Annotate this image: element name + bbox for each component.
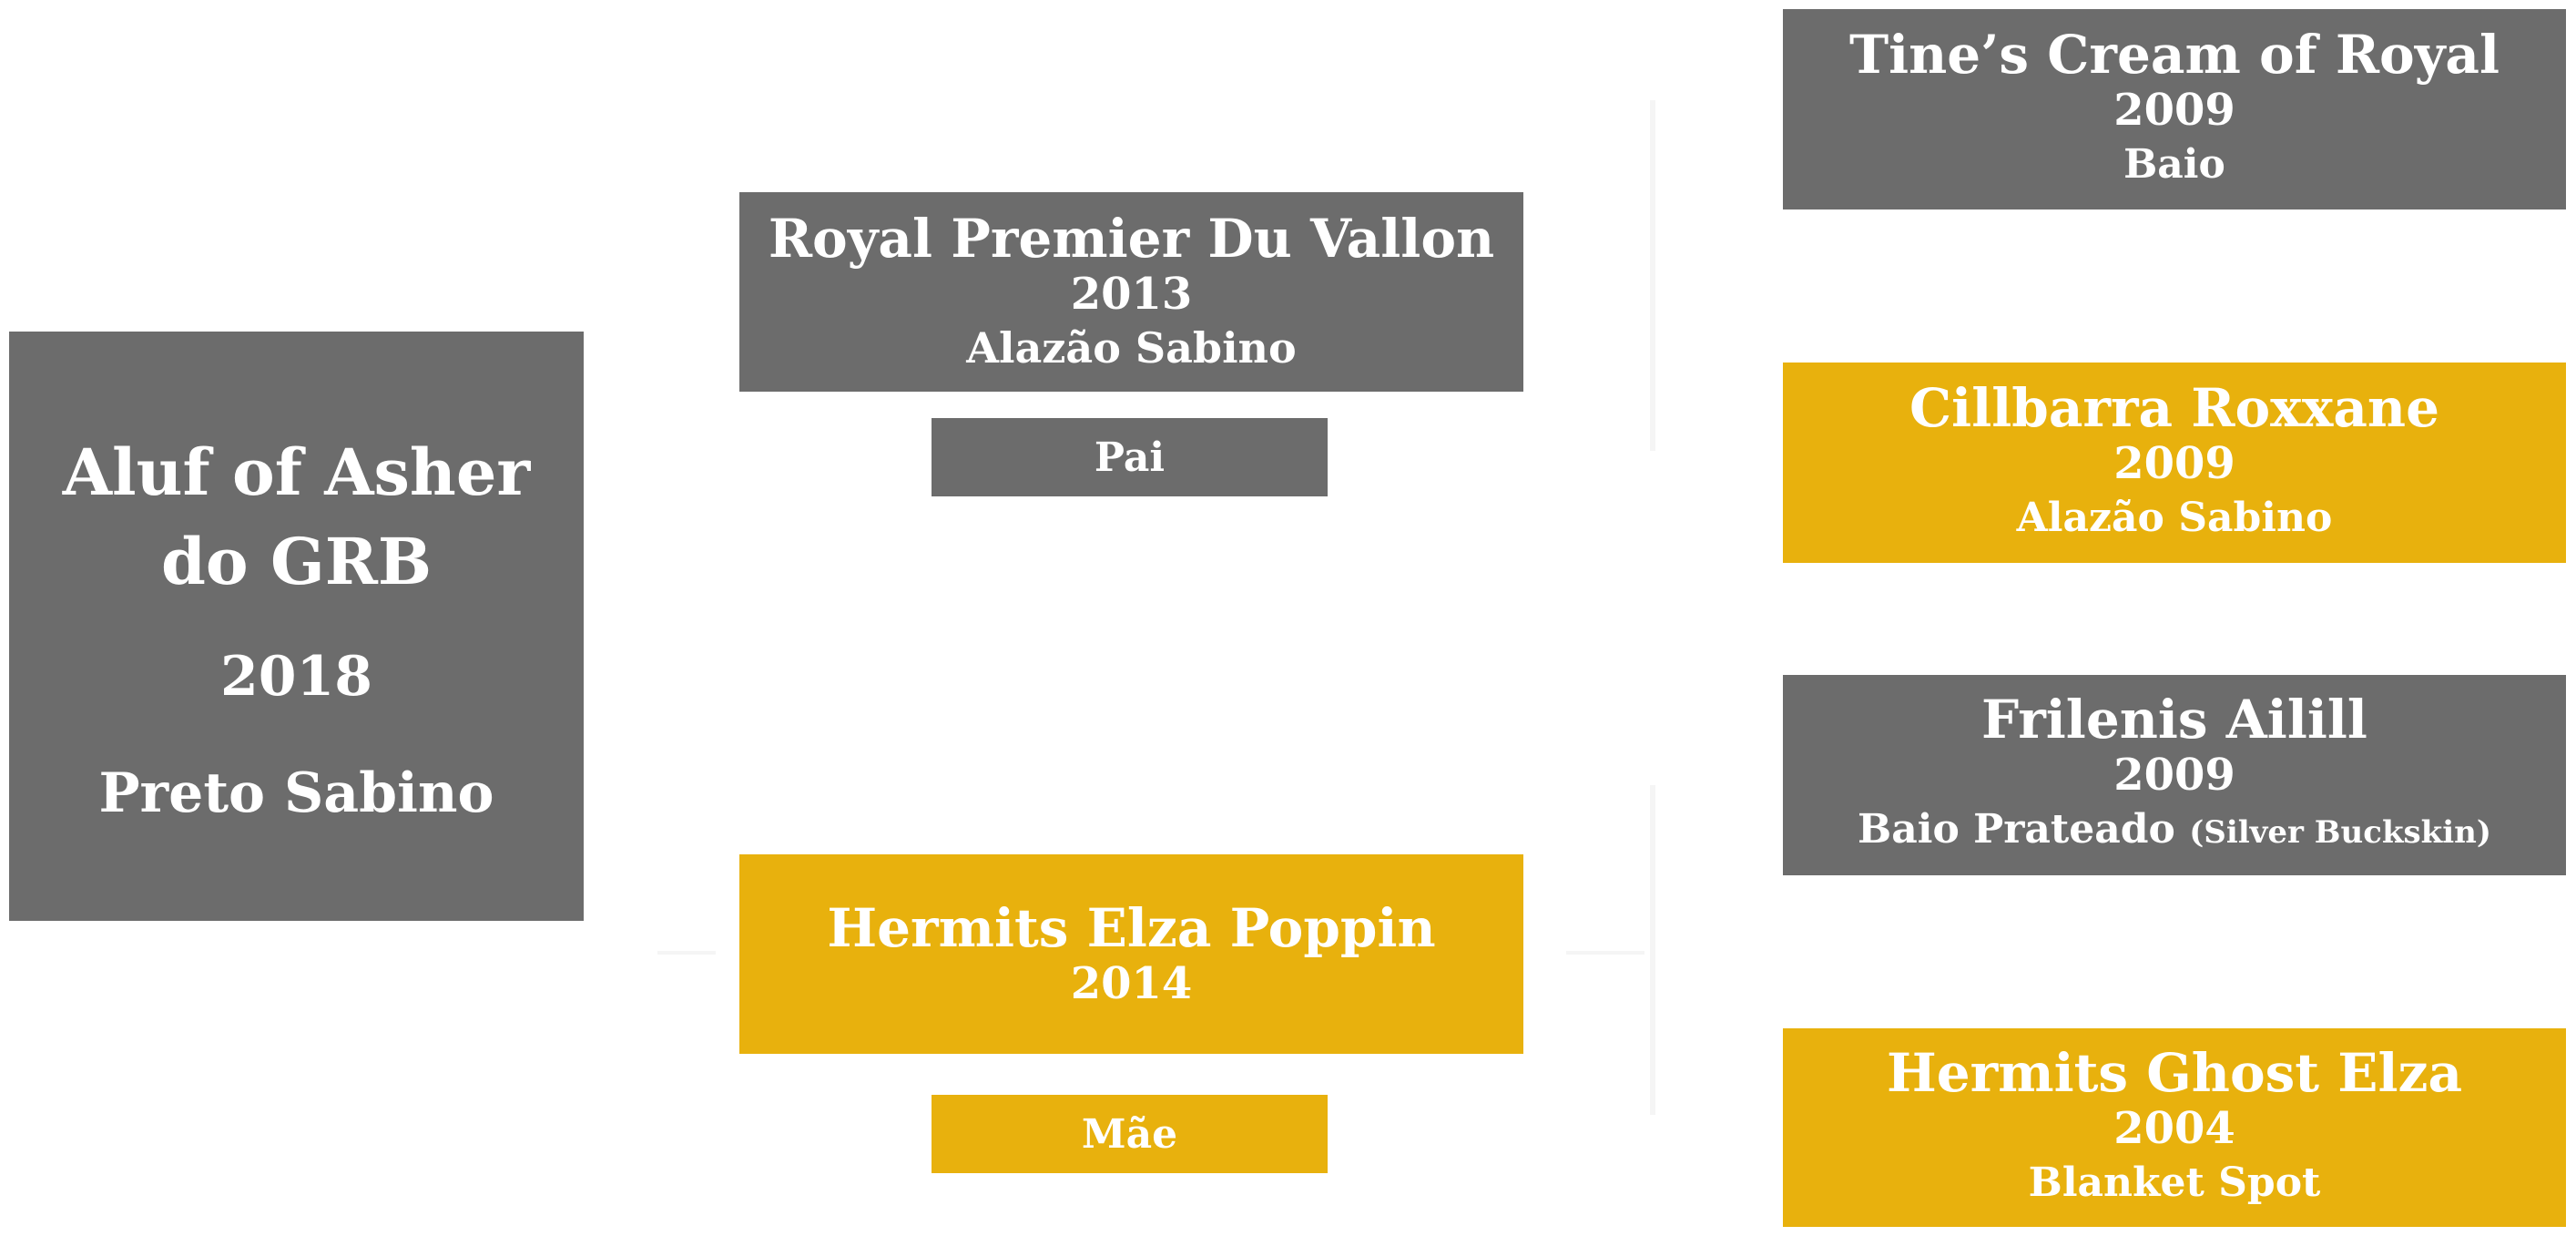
subject-color: Preto Sabino (98, 761, 494, 825)
grandparent-year: 2009 (2113, 85, 2235, 136)
grandparent-year: 2009 (2113, 438, 2235, 489)
sire-label: Pai (932, 418, 1328, 496)
sire-color: Alazão Sabino (966, 322, 1297, 373)
dam-card: Hermits Elza Poppin 2014 (739, 854, 1523, 1054)
grandparent-color-row: Baio Prateado (Silver Buckskin) (1858, 802, 2491, 861)
grandparent-color: Baio Prateado (1858, 805, 2175, 853)
grandparent-year: 2004 (2113, 1103, 2235, 1154)
grandparent-card-sire-dam: Cillbarra Roxxane 2009 Alazão Sabino (1783, 363, 2566, 563)
grandparent-name: Hermits Ghost Elza (1886, 1042, 2463, 1104)
grandparent-card-sire-sire: Tine’s Cream of Royal 2009 Baio (1783, 9, 2566, 209)
grandparent-name: Frilenis Ailill (1981, 688, 2367, 751)
sire-name: Royal Premier Du Vallon (768, 207, 1495, 270)
grandparent-card-dam-sire: Frilenis Ailill 2009 Baio Prateado (Silv… (1783, 675, 2566, 875)
connector-sire-grandparents (1650, 100, 1655, 451)
grandparent-year: 2009 (2113, 749, 2235, 801)
grandparent-name: Tine’s Cream of Royal (1848, 24, 2500, 86)
sire-year: 2013 (1070, 268, 1193, 320)
connector-dam-right (1566, 951, 1644, 955)
subject-year: 2018 (220, 644, 372, 709)
grandparent-color-note: (Silver Buckskin) (2189, 813, 2491, 851)
grandparent-card-dam-dam: Hermits Ghost Elza 2004 Blanket Spot (1783, 1028, 2566, 1227)
subject-name-line1: Aluf of Asher (62, 434, 531, 510)
dam-name: Hermits Elza Poppin (827, 896, 1436, 959)
grandparent-color: Alazão Sabino (2016, 495, 2333, 541)
sire-card: Royal Premier Du Vallon 2013 Alazão Sabi… (739, 192, 1523, 392)
subject-card: Aluf of Asher do GRB 2018 Preto Sabino (9, 332, 584, 921)
dam-year: 2014 (1070, 957, 1193, 1009)
connector-subject-dam (657, 951, 716, 955)
connector-dam-grandparents (1650, 785, 1655, 1115)
grandparent-name: Cillbarra Roxxane (1909, 377, 2439, 439)
grandparent-color: Blanket Spot (2028, 1159, 2321, 1206)
subject-name-line2: do GRB (160, 523, 433, 599)
dam-label: Mãe (932, 1095, 1328, 1173)
grandparent-color: Baio (2123, 141, 2225, 188)
